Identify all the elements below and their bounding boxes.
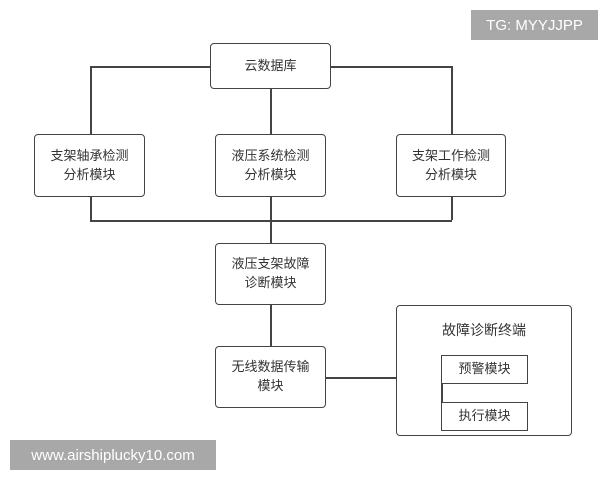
node-hydraulic-analysis: 液压系统检测分析模块	[215, 134, 326, 197]
node-fault-diagnosis: 液压支架故障诊断模块	[215, 243, 326, 305]
node-cloud-db: 云数据库	[210, 43, 331, 89]
node-label: 无线数据传输	[231, 360, 310, 375]
node-label: 模块	[257, 379, 284, 394]
watermark-site: www.airshiplucky10.com	[10, 440, 216, 470]
node-label: 支架轴承检测	[50, 148, 129, 164]
connector-wireless-terminal	[326, 377, 396, 379]
node-label: 分析模块	[63, 167, 116, 183]
node-wireless-transmission: 无线数据传输模块	[215, 346, 326, 408]
node-label: 分析模块	[244, 167, 297, 183]
node-label: 液压支架故障	[231, 257, 310, 272]
watermark-tg: TG: MYYJJPP	[471, 10, 598, 40]
node-label: 云数据库	[244, 58, 297, 74]
node-bearing-analysis: 支架轴承检测分析模块	[34, 134, 145, 197]
node-label: 分析模块	[424, 167, 477, 183]
node-warning: 预警模块	[441, 355, 528, 384]
connector-bottom-bus	[90, 220, 452, 222]
node-label: 诊断模块	[244, 276, 297, 291]
node-label: 支架工作检测	[411, 148, 490, 164]
node-execute: 执行模块	[441, 402, 528, 431]
connector-diagnosis-wireless	[270, 305, 272, 346]
node-label: 预警模块	[458, 362, 511, 377]
terminal-title: 故障诊断终端	[442, 323, 526, 339]
connector-warning-execute	[441, 384, 443, 403]
node-label: 执行模块	[458, 409, 511, 424]
node-label: 液压系统检测	[231, 148, 310, 164]
node-work-analysis: 支架工作检测分析模块	[396, 134, 506, 197]
node-diagnosis-terminal: 故障诊断终端 预警模块 执行模块	[396, 305, 572, 436]
